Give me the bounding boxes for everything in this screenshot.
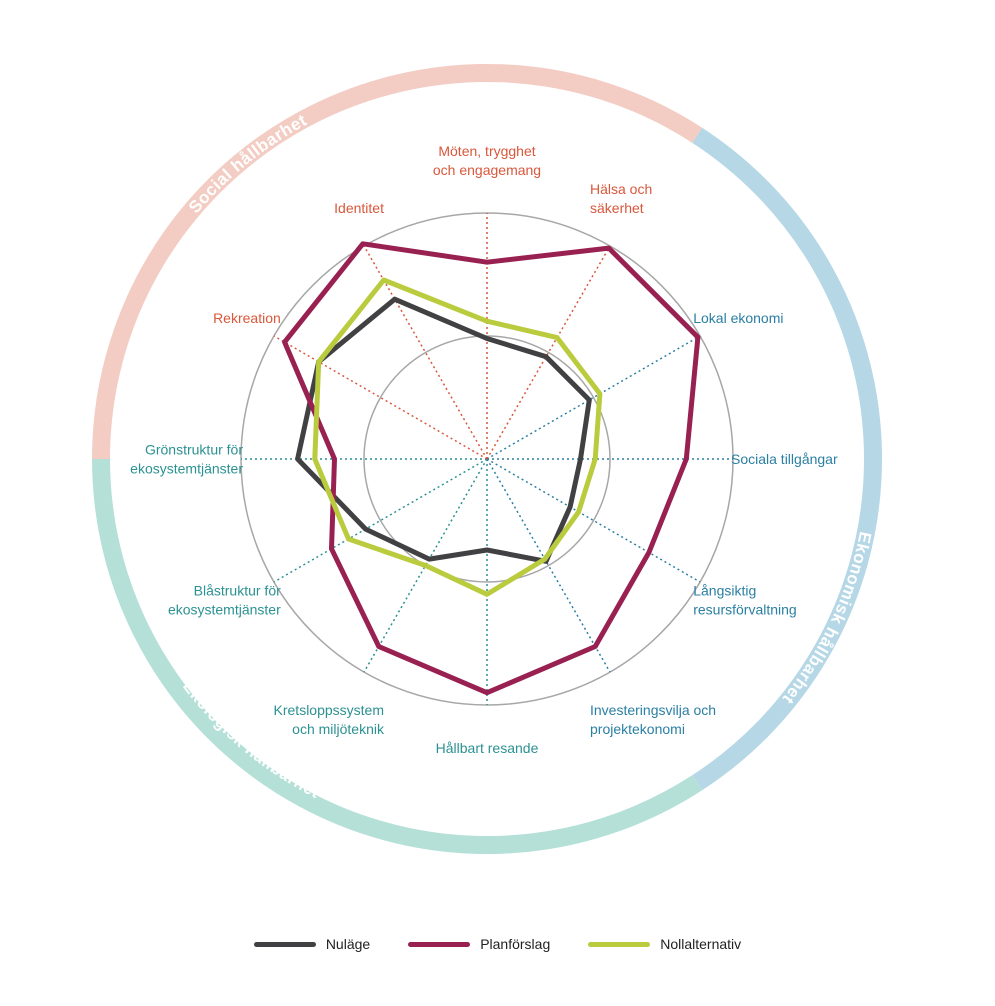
legend-swatch-nulage bbox=[253, 941, 316, 947]
axis-label-2-0: Lokal ekonomi bbox=[693, 310, 783, 326]
spoke-4 bbox=[486, 458, 701, 583]
legend: Nuläge Planförslag Nollalternativ bbox=[0, 936, 995, 952]
axis-label-1-0: Hälsa och bbox=[590, 181, 652, 197]
series-1 bbox=[282, 241, 701, 696]
axis-label-7-0: Kretsloppssystem bbox=[274, 702, 384, 718]
spoke-1 bbox=[486, 245, 611, 460]
axis-label-10-0: Rekreation bbox=[213, 310, 281, 326]
ring-title-social: Social hållbarhet bbox=[185, 111, 310, 217]
axis-label-9-1: ekosystemtjänster bbox=[130, 461, 243, 477]
axis-label-3-0: Sociala tillgångar bbox=[731, 451, 838, 467]
axis-label-4-1: resursförvaltning bbox=[693, 602, 797, 618]
series-2 bbox=[312, 277, 603, 597]
legend-item-nulage: Nuläge bbox=[253, 936, 371, 952]
spoke-5 bbox=[486, 458, 611, 673]
axis-label-6-0: Hållbart resande bbox=[436, 740, 539, 756]
legend-label-nulage: Nuläge bbox=[325, 936, 371, 952]
axis-label-11-0: Identitet bbox=[334, 200, 384, 216]
ring-title-economic: Ekonomisk hållbarhet bbox=[779, 530, 875, 708]
spoke-2 bbox=[486, 335, 701, 460]
spoke-10 bbox=[273, 335, 488, 460]
axis-label-8-0: Blåstruktur för bbox=[194, 583, 281, 599]
ring-segment-social bbox=[92, 64, 703, 460]
axis-label-4-0: Långsiktig bbox=[693, 583, 756, 599]
axis-label-0-1: och engagemang bbox=[433, 162, 541, 178]
ring-title-ecological: Ekologisk hållbarhet bbox=[179, 677, 323, 802]
series bbox=[282, 241, 701, 696]
ring-segment-ecological bbox=[92, 458, 703, 854]
axis-label-1-1: säkerhet bbox=[590, 200, 644, 216]
legend-label-nollalternativ: Nollalternativ bbox=[660, 936, 742, 952]
spoke-8 bbox=[273, 458, 488, 583]
axis-label-7-1: och miljöteknik bbox=[292, 721, 385, 737]
axis-label-8-1: ekosystemtjänster bbox=[168, 602, 281, 618]
legend-item-planforslag: Planförslag bbox=[408, 936, 550, 952]
axis-label-5-1: projektekonomi bbox=[590, 721, 685, 737]
legend-item-nollalternativ: Nollalternativ bbox=[588, 936, 741, 952]
axis-label-9-0: Grönstruktur för bbox=[145, 442, 243, 458]
legend-swatch-planforslag bbox=[408, 941, 471, 947]
axis-label-5-0: Investeringsvilja och bbox=[590, 702, 716, 718]
legend-swatch-nollalternativ bbox=[588, 941, 651, 947]
ring-segment-economic bbox=[692, 127, 882, 791]
spoke-7 bbox=[363, 458, 488, 673]
legend-label-planforslag: Planförslag bbox=[480, 936, 551, 952]
axis-label-0-0: Möten, trygghet bbox=[438, 143, 535, 159]
